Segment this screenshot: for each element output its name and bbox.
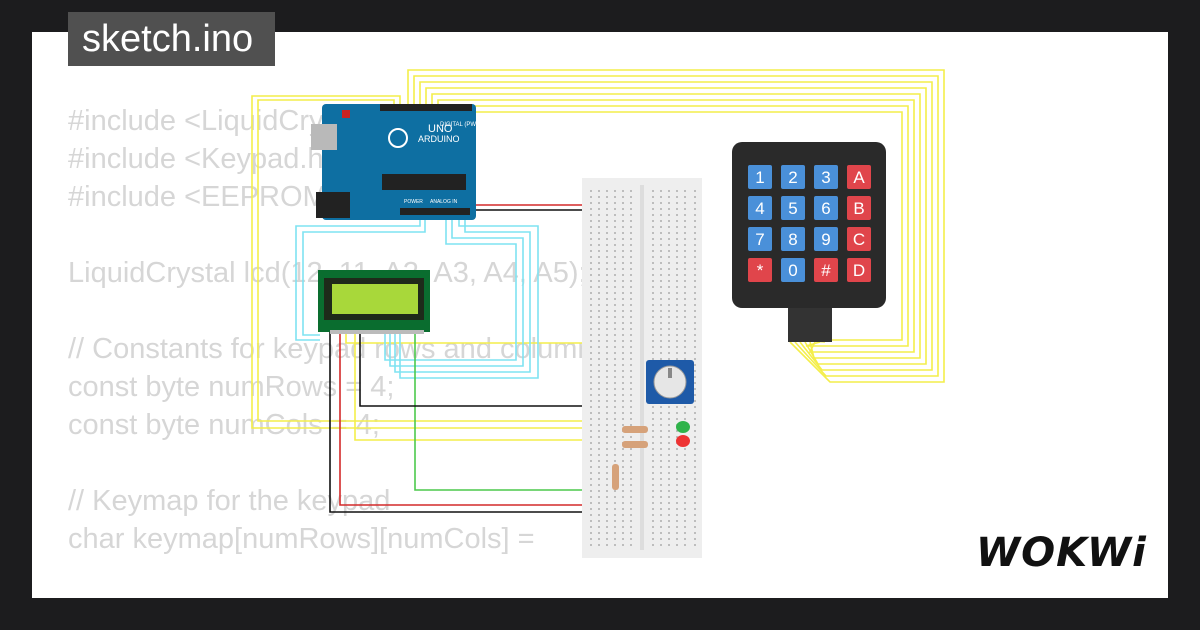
keypad-key[interactable] [781,165,805,189]
keypad-key[interactable] [847,165,871,189]
keypad-key-label: * [757,261,764,280]
keypad-key-label: 2 [788,168,797,187]
arduino-logo-icon [388,128,408,148]
analog-label: ANALOG IN [430,199,458,205]
keypad-key[interactable] [847,227,871,251]
keypad-key[interactable] [748,165,772,189]
keypad-key[interactable] [781,258,805,282]
code-line: const byte numCols = 4; [68,409,380,441]
keypad-key-label: # [821,261,831,280]
keypad-key[interactable] [781,196,805,220]
lcd-control-wires [251,95,590,441]
keypad-wire [431,93,921,359]
led-red[interactable] [676,435,690,447]
keypad-wire [407,69,945,383]
keypad-key[interactable] [814,227,838,251]
keypad-key[interactable] [781,227,805,251]
keypad-key-label: C [853,230,865,249]
keypad-key-label: 4 [755,199,764,218]
keypad-4x4[interactable]: 1 2 3 A 4 5 6 B 7 8 9 C * 0 # D [732,142,886,342]
keypad-key[interactable] [847,258,871,282]
keypad-key-label: B [853,199,864,218]
keypad-key-label: 0 [788,261,797,280]
keypad-wire [437,99,915,353]
wokwi-logo: WOKWi [976,530,1147,576]
keypad-key-label: 7 [755,230,764,249]
lcd-display[interactable] [318,270,430,334]
potentiometer[interactable] [646,360,694,404]
digital-header [380,104,472,111]
keypad-key[interactable] [748,196,772,220]
arduino-brand: ARDUINO [418,134,460,144]
keypad-wire [413,75,939,377]
keypad-key-label: 8 [788,230,797,249]
keypad-key-label: 6 [821,199,830,218]
code-line: #include <Keypad.h> [68,143,341,175]
arduino-model: UNO [428,123,453,135]
code-line: char keymap[numRows][numCols] = [68,523,535,555]
resistor-1[interactable] [622,426,648,433]
keypad-key-label: D [853,261,865,280]
keypad-key[interactable] [748,227,772,251]
keypad-wire [419,81,933,371]
ground-wires [329,209,642,513]
lcd-screen [332,284,418,314]
resistor-2[interactable] [622,441,648,448]
file-tab[interactable]: sketch.ino [68,12,276,66]
keypad-key[interactable] [748,258,772,282]
arduino-uno[interactable]: DIGITAL (PWM ~) ARDUINO UNO POWER ANALOG… [311,104,488,220]
keypad-key-label: 9 [821,230,830,249]
keypad-key-label: 5 [788,199,797,218]
keypad-key-label: A [853,168,865,187]
resistor-3[interactable] [612,464,619,490]
power-label: POWER [404,199,423,205]
keypad-wires [407,69,945,383]
keypad-wire [425,87,927,365]
lcd-data-wires [295,218,539,379]
digital-label: DIGITAL (PWM ~) [440,122,488,128]
keypad-key[interactable] [814,165,838,189]
analog-header [400,208,470,215]
led-green[interactable] [676,421,690,433]
keypad-key[interactable] [814,196,838,220]
code-line: // Keymap for the keypad [68,485,391,517]
keypad-key[interactable] [814,258,838,282]
code-line: const byte numRows = 4; [68,371,395,403]
keypad-key-label: 1 [755,168,764,187]
keypad-key[interactable] [847,196,871,220]
keypad-key-label: 3 [821,168,830,187]
